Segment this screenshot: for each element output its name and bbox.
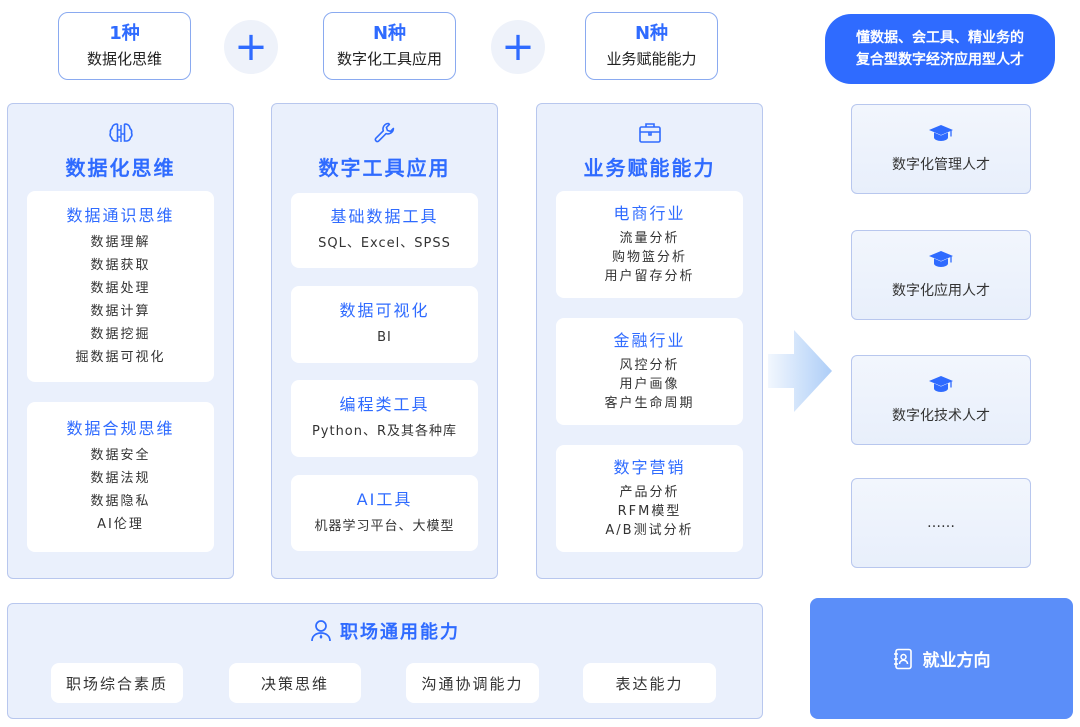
card-item: 数据理解 xyxy=(90,234,151,250)
skill-tag: 表达能力 xyxy=(583,663,716,703)
card-item: RFM模型 xyxy=(617,504,682,519)
card-item: 客户生命周期 xyxy=(604,396,695,411)
column-digital-tools: 数字工具应用 基础数据工具 SQL、Excel、SPSS 数据可视化 BI 编程… xyxy=(271,103,498,579)
card-title: 金融行业 xyxy=(613,331,686,350)
card-ai-tools: AI工具 机器学习平台、大模型 xyxy=(291,475,478,551)
top-box-tools: N种 数字化工具应用 xyxy=(323,12,456,80)
skill-tag: 沟通协调能力 xyxy=(406,663,539,703)
card-item: 数据隐私 xyxy=(90,494,151,509)
top-box-subtitle: 业务赋能能力 xyxy=(606,50,697,68)
column-title: 数字工具应用 xyxy=(318,156,451,180)
top-box-subtitle: 数字化工具应用 xyxy=(336,50,442,68)
card-item: 购物篮分析 xyxy=(611,250,687,265)
talent-card-technical: 数字化技术人才 xyxy=(851,355,1031,445)
top-box-subtitle: 数据化思维 xyxy=(86,50,162,68)
card-item: A/B测试分析 xyxy=(605,523,694,538)
right-arrow-icon xyxy=(768,330,832,412)
card-data-literacy: 数据通识思维 数据理解 数据获取 数据处理 数据计算 数据挖掘 掘数据可视化 xyxy=(27,191,214,382)
card-item: 产品分析 xyxy=(619,485,680,500)
top-box-mindset: 1种 数据化思维 xyxy=(58,12,191,80)
card-item: 用户留存分析 xyxy=(604,269,695,284)
skill-tag: 职场综合素质 xyxy=(51,663,183,703)
card-visualization: 数据可视化 BI xyxy=(291,286,478,363)
card-item: 数据挖掘 xyxy=(90,326,151,342)
workplace-skills-panel: 职场通用能力 职场综合素质 决策思维 沟通协调能力 表达能力 xyxy=(7,603,763,719)
card-title: 数据可视化 xyxy=(339,301,430,320)
skill-tag: 决策思维 xyxy=(229,663,361,703)
card-item: 机器学习平台、大模型 xyxy=(314,518,455,534)
column-title: 数据化思维 xyxy=(65,156,176,180)
talent-label: 数字化应用人才 xyxy=(892,283,990,299)
card-basic-tools: 基础数据工具 SQL、Excel、SPSS xyxy=(291,193,478,268)
card-title: 基础数据工具 xyxy=(330,207,439,226)
column-data-mindset: 数据化思维 数据通识思维 数据理解 数据获取 数据处理 数据计算 数据挖掘 掘数… xyxy=(7,103,234,579)
card-item: 数据安全 xyxy=(90,448,151,463)
top-box-title: N种 xyxy=(634,23,669,44)
card-ecommerce: 电商行业 流量分析 购物篮分析 用户留存分析 xyxy=(556,191,743,298)
panel-title: 职场通用能力 xyxy=(340,622,460,643)
employment-direction: 就业方向 xyxy=(810,598,1073,719)
graduation-cap-icon xyxy=(929,251,953,267)
card-title: 数字营销 xyxy=(613,458,686,477)
graduation-cap-icon xyxy=(929,125,953,141)
card-item: BI xyxy=(377,330,392,345)
card-item: 数据处理 xyxy=(90,280,151,296)
talent-label: 数字化技术人才 xyxy=(892,408,990,424)
talent-card-management: 数字化管理人才 xyxy=(851,104,1031,194)
card-finance: 金融行业 风控分析 用户画像 客户生命周期 xyxy=(556,318,743,425)
brain-icon xyxy=(108,123,133,142)
card-item: AI伦理 xyxy=(97,517,144,532)
column-title: 业务赋能能力 xyxy=(583,156,716,180)
top-box-title: 1种 xyxy=(109,23,140,44)
card-programming: 编程类工具 Python、R及其各种库 xyxy=(291,380,478,457)
card-item: SQL、Excel、SPSS xyxy=(318,236,451,251)
talent-label-ellipsis: …… xyxy=(927,515,955,531)
card-item: 风控分析 xyxy=(619,358,680,373)
card-item: 掘数据可视化 xyxy=(75,349,166,365)
card-title: 数据合规思维 xyxy=(66,419,175,438)
briefcase-icon xyxy=(638,123,661,143)
card-title: 编程类工具 xyxy=(339,395,430,414)
card-title: 电商行业 xyxy=(613,204,686,223)
top-box-title: N种 xyxy=(372,23,407,44)
card-title: AI工具 xyxy=(356,489,413,509)
card-data-compliance: 数据合规思维 数据安全 数据法规 数据隐私 AI伦理 xyxy=(27,402,214,552)
card-item: 流量分析 xyxy=(619,231,680,246)
person-icon xyxy=(311,620,331,642)
card-item: 数据法规 xyxy=(90,471,151,486)
card-item: 数据计算 xyxy=(90,303,151,319)
id-card-icon xyxy=(893,648,912,669)
card-marketing: 数字营销 产品分析 RFM模型 A/B测试分析 xyxy=(556,445,743,552)
card-item: 数据获取 xyxy=(90,257,151,273)
talent-label: 数字化管理人才 xyxy=(892,157,990,173)
plus-icon: + xyxy=(491,20,545,74)
graduation-cap-icon xyxy=(929,376,953,392)
card-item: Python、R及其各种库 xyxy=(311,424,458,439)
card-title: 数据通识思维 xyxy=(66,205,175,225)
talent-card-application: 数字化应用人才 xyxy=(851,230,1031,320)
plus-icon: + xyxy=(224,20,278,74)
talent-card-more: …… xyxy=(851,478,1031,568)
talent-header-line: 复合型数字经济应用型人才 xyxy=(856,52,1024,68)
talent-header: 懂数据、会工具、精业务的 复合型数字经济应用型人才 xyxy=(825,14,1055,84)
card-item: 用户画像 xyxy=(619,377,680,392)
column-business: 业务赋能能力 电商行业 流量分析 购物篮分析 用户留存分析 金融行业 风控分析 … xyxy=(536,103,763,579)
wrench-icon xyxy=(374,122,394,143)
employment-label: 就业方向 xyxy=(922,651,991,671)
talent-header-line: 懂数据、会工具、精业务的 xyxy=(856,30,1024,46)
top-box-business: N种 业务赋能能力 xyxy=(585,12,718,80)
